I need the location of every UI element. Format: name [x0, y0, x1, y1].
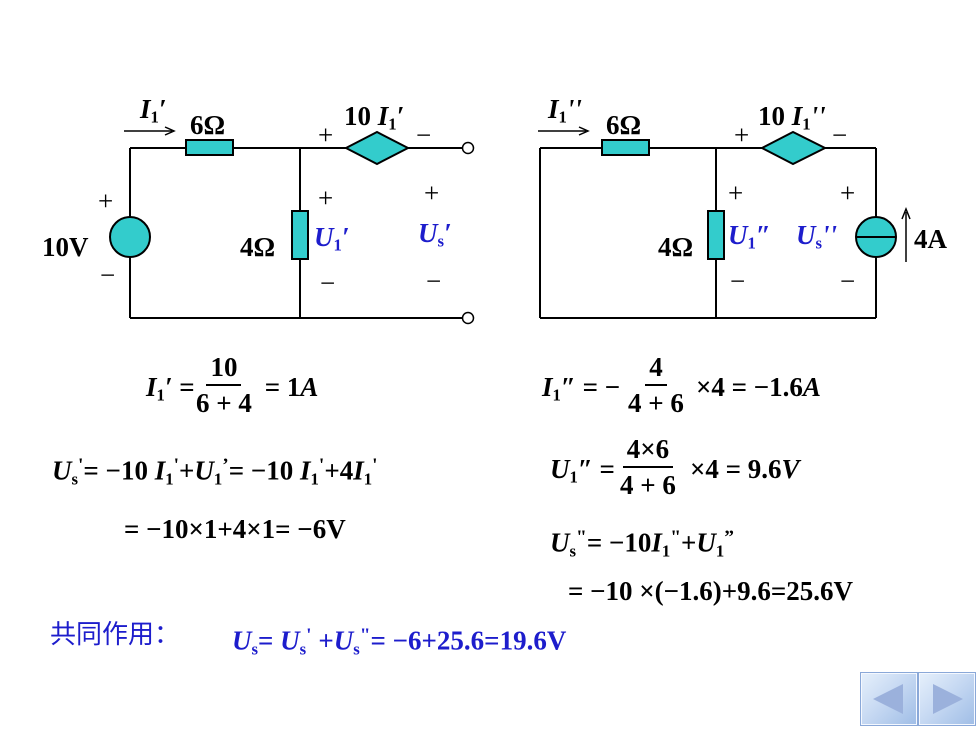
eq-right-i1-numerator: 4: [645, 354, 667, 386]
right-u1-plus: +: [728, 178, 744, 208]
left-us-plus: +: [424, 178, 440, 208]
previous-slide-button[interactable]: [860, 672, 918, 726]
left-voltage-source: [109, 216, 151, 258]
right-dep-plus: +: [734, 120, 750, 150]
right-dependent-source: [759, 130, 828, 166]
right-resistor-6ohm-label: 6Ω: [606, 110, 642, 140]
left-resistor-4ohm: [291, 210, 309, 260]
left-u1-minus: −: [320, 268, 336, 298]
right-current-arrowhead: [578, 126, 590, 136]
left-vsrc-plus: +: [98, 186, 114, 216]
eq-right-u1-fraction: 4×6 4 + 6: [616, 436, 680, 499]
eq-right-u1-numerator: 4×6: [622, 436, 674, 468]
eq-left-us-line1: Us'= −10 I1'+U1’= −10 I1'+4I1': [52, 455, 378, 489]
summary-equation: Us= Us' +Us"= −6+25.6=19.6V: [232, 625, 567, 659]
left-terminal-bottom: [461, 311, 475, 325]
previous-slide-arrow-icon: [873, 684, 903, 714]
left-terminal-top: [461, 141, 475, 155]
left-vsrc-minus: −: [100, 260, 116, 290]
right-us-label: Us'': [796, 220, 838, 253]
eq-right-us-line2: = −10 ×(−1.6)+9.6=25.6V: [568, 576, 854, 606]
eq-right-u1-lhs: U1″ =: [550, 454, 622, 487]
eq-right-u1-denominator: 4 + 6: [620, 470, 676, 500]
left-u1-label: U1′: [314, 222, 350, 255]
eq-right-i1-result: ×4 = −1.6A: [696, 372, 821, 402]
right-us-plus: +: [840, 178, 856, 208]
eq-left-i1-numerator: 10: [206, 354, 242, 386]
eq-right-u1-result: ×4 = 9.6V: [690, 454, 800, 484]
left-resistor-4ohm-label: 4Ω: [240, 232, 276, 262]
right-circuit: [538, 126, 911, 319]
left-resistor-6ohm: [185, 139, 234, 156]
eq-left-i1-lhs: I1′ =: [146, 372, 202, 405]
eq-right-us-line1: Us"= −10I1"+U1”: [550, 527, 735, 561]
next-slide-arrow-icon: [933, 684, 963, 714]
eq-right-i1-denominator: 4 + 6: [628, 388, 684, 418]
right-current-source-label: 4A: [914, 224, 947, 254]
left-vsrc-label: 10V: [42, 232, 89, 262]
left-dep-plus: +: [318, 120, 334, 150]
left-us-label: Us′: [418, 218, 452, 251]
right-source-arrowhead: [901, 206, 911, 220]
summary-label: 共同作用：: [50, 620, 181, 650]
eq-left-i1-denominator: 6 + 4: [196, 388, 252, 418]
right-current-label: I1'': [548, 94, 582, 127]
eq-left-i1-fraction: 10 6 + 4: [192, 354, 256, 417]
eq-left-us-line2: = −10×1+4×1= −6V: [124, 514, 346, 544]
right-resistor-4ohm: [707, 210, 725, 260]
left-resistor-6ohm-label: 6Ω: [190, 110, 226, 140]
left-circuit: [124, 126, 462, 319]
left-dep-minus: −: [416, 120, 432, 150]
left-us-minus: −: [426, 266, 442, 296]
right-us-minus: −: [840, 266, 856, 296]
left-dep-source-label: 10 I1′: [344, 101, 405, 134]
right-dep-source-label: 10 I1'': [758, 101, 826, 134]
eq-right-i1-fraction: 4 4 + 6: [624, 354, 688, 417]
left-current-arrowhead: [164, 126, 176, 136]
right-u1-label: U1″: [728, 220, 771, 253]
right-dep-minus: −: [832, 120, 848, 150]
left-dependent-source: [343, 130, 411, 166]
right-resistor-6ohm: [601, 139, 650, 156]
right-u1-minus: −: [730, 266, 746, 296]
right-resistor-4ohm-label: 4Ω: [658, 232, 694, 262]
eq-right-i1-lhs: I1″ = −: [542, 372, 621, 405]
left-u1-plus: +: [318, 183, 334, 213]
left-current-label: I1′: [140, 94, 167, 127]
eq-left-i1-result: = 1A: [258, 372, 319, 402]
next-slide-button[interactable]: [918, 672, 976, 726]
